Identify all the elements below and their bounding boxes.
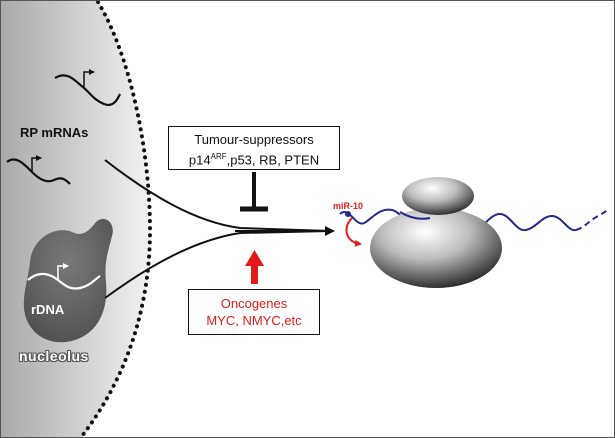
rp-mrna-icon xyxy=(6,155,71,185)
mrna-dashed-tail xyxy=(575,209,609,231)
rdna-icon xyxy=(27,263,101,290)
rp-mrna-icon xyxy=(54,69,121,106)
ribosome-large-subunit xyxy=(370,208,502,288)
nuclear-envelope xyxy=(80,0,153,438)
convergence-arrow xyxy=(104,159,335,299)
ribosome-small-subunit xyxy=(402,177,474,215)
tumour-suppressors-title: Tumour-suppressors xyxy=(194,132,314,147)
tumour-suppressors-box: Tumour-suppressors p14ARF,p53, RB, PTEN xyxy=(168,126,340,170)
nucleolus-label: nucleolus xyxy=(19,348,89,364)
red-up-arrow-icon xyxy=(245,250,264,284)
rp-mrnas-label: RP mRNAs xyxy=(20,125,89,140)
mir-10-label: miR-10 xyxy=(333,201,364,211)
arf-superscript: ARF xyxy=(210,152,227,161)
nucleolus-shape xyxy=(23,218,113,343)
tumour-suppressors-list: p14ARF,p53, RB, PTEN xyxy=(169,148,339,168)
oncogenes-box: Oncogenes MYC, NMYC,etc xyxy=(188,289,320,335)
p14-label: p14 xyxy=(188,152,211,168)
mir-10-icon xyxy=(345,211,362,247)
nucleus-region xyxy=(0,0,150,438)
t-bar-inhibition-icon xyxy=(240,172,268,212)
tumour-suppressors-rest: ,p53, RB, PTEN xyxy=(226,152,320,168)
rdna-label: rDNA xyxy=(31,302,65,317)
oncogenes-list: MYC, NMYC,etc xyxy=(206,313,302,328)
oncogenes-title: Oncogenes xyxy=(220,296,288,311)
